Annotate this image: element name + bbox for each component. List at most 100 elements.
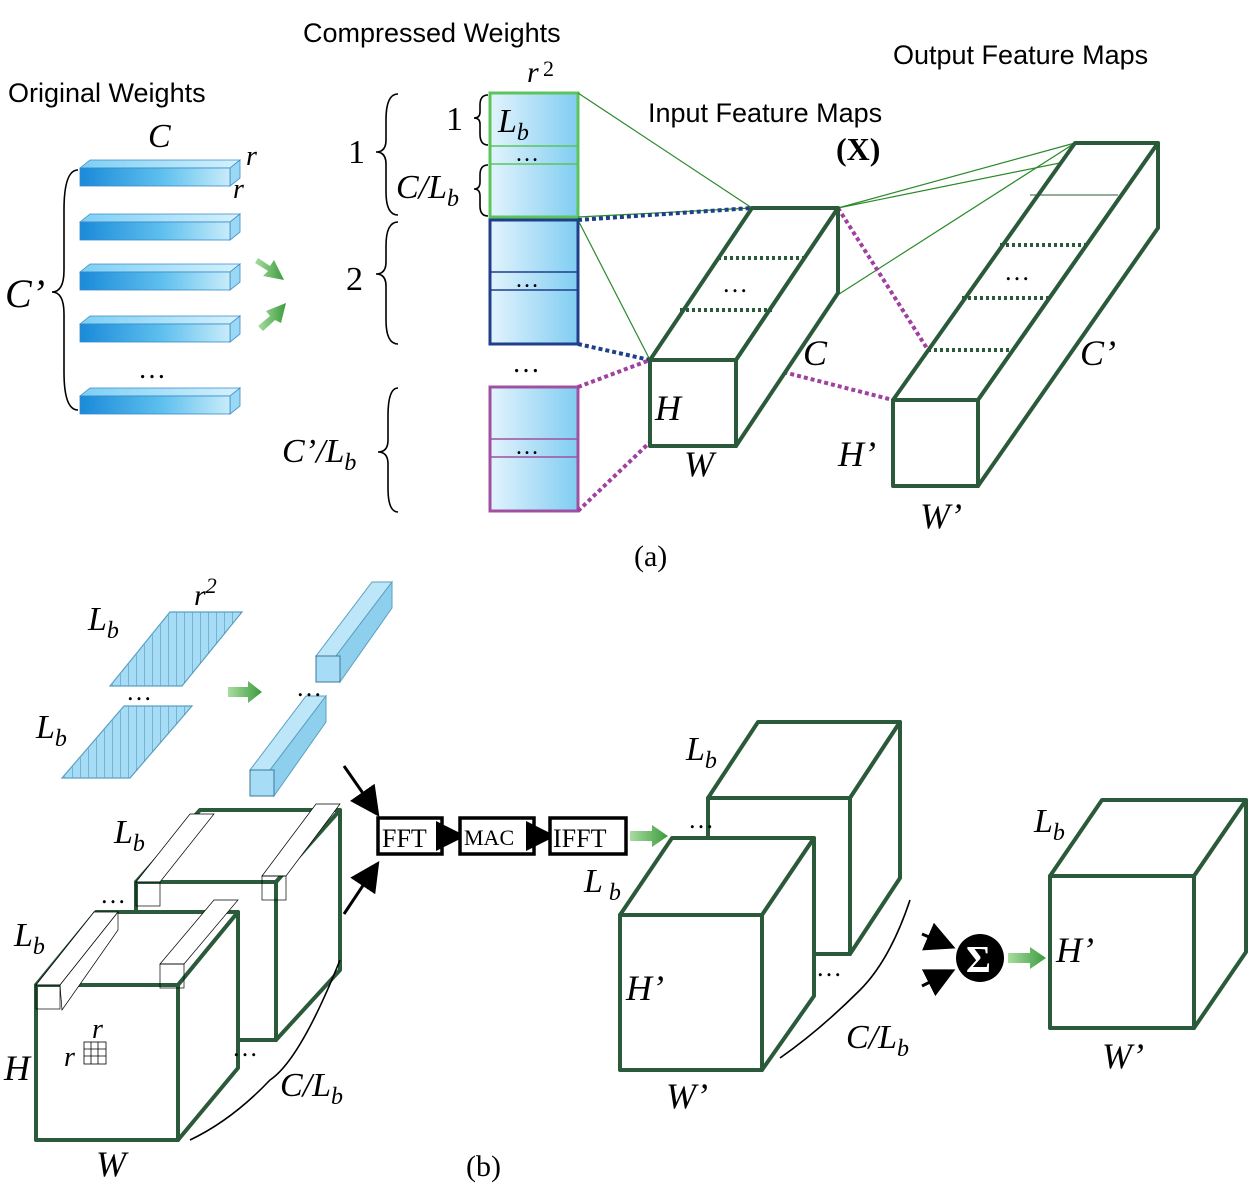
original-weights-c-label: C bbox=[148, 118, 171, 155]
svg-text:FFT: FFT bbox=[382, 824, 427, 853]
compressed-lb-label: Lb bbox=[497, 103, 529, 146]
svg-text:Σ: Σ bbox=[966, 939, 991, 981]
group-3-brace bbox=[377, 387, 399, 513]
input-stack-brace bbox=[189, 959, 341, 1141]
compressed-block-group-1: Lb … bbox=[488, 91, 580, 219]
c-prime-over-lb-label: C’/Lb bbox=[282, 433, 356, 476]
sigma-sum-icon: Σ bbox=[956, 934, 1004, 982]
svg-text:…: … bbox=[515, 434, 539, 460]
compressed-block-group-last: … bbox=[488, 385, 580, 513]
reshaped-weight-prisms: … bbox=[248, 580, 394, 798]
svg-text:Lb: Lb bbox=[1033, 803, 1065, 846]
partial-output-cube-front: H’ W’ bbox=[618, 836, 816, 1116]
weight-bar bbox=[79, 395, 231, 415]
black-arrow-icon bbox=[921, 922, 956, 997]
caption-a: (a) bbox=[634, 540, 667, 573]
output-h-label: H’ bbox=[837, 434, 876, 474]
fft-block: FFT bbox=[376, 816, 444, 856]
final-w: W’ bbox=[1102, 1036, 1144, 1076]
group-2-label: 2 bbox=[346, 261, 363, 298]
group-1-label: 1 bbox=[348, 134, 365, 171]
input-w: W bbox=[96, 1144, 129, 1184]
input-w-label: W bbox=[684, 444, 717, 484]
svg-text:…: … bbox=[722, 269, 748, 298]
compressed-r-exp: 2 bbox=[543, 56, 554, 81]
output-w-label: W’ bbox=[920, 496, 962, 536]
input-r-top: r bbox=[92, 1014, 103, 1045]
weight-bar-top bbox=[78, 263, 242, 273]
original-weights-dots: … bbox=[138, 354, 166, 385]
input-maps-title: Input Feature Maps bbox=[648, 98, 882, 128]
original-weights-r-top: r bbox=[246, 141, 257, 172]
compressed-r-label: r bbox=[527, 56, 539, 89]
partial-h: H’ bbox=[625, 968, 664, 1008]
c-prime-brace bbox=[51, 169, 79, 411]
ifft-block: IFFT bbox=[548, 816, 628, 856]
svg-text:Lb: Lb bbox=[685, 731, 717, 774]
group-1-brace bbox=[375, 93, 399, 216]
svg-text:…: … bbox=[1004, 257, 1030, 286]
input-h-label: H bbox=[654, 388, 683, 428]
output-maps-title: Output Feature Maps bbox=[893, 40, 1148, 70]
black-arrow-icon bbox=[342, 765, 380, 915]
original-weight-bars bbox=[78, 159, 242, 415]
svg-text:Lb: Lb bbox=[13, 917, 45, 960]
weight-bar-top bbox=[78, 315, 242, 325]
green-arrow-icon bbox=[1008, 947, 1046, 969]
original-weights-r-bottom: r bbox=[233, 174, 244, 205]
weight-sheets: Lb r2 … Lb bbox=[35, 573, 244, 779]
original-weights-title: Original Weights bbox=[8, 78, 206, 108]
green-arrow-icon bbox=[228, 681, 262, 703]
input-feature-cube: … H W C bbox=[648, 206, 840, 484]
input-r-left: r bbox=[64, 1042, 75, 1073]
lb-brace bbox=[473, 94, 489, 146]
input-c-label: C bbox=[803, 333, 828, 373]
final-output-cube: Lb H’ W’ bbox=[1033, 798, 1248, 1076]
input-c-over-lb: C/Lb bbox=[280, 1067, 343, 1110]
partial-right-dots: … bbox=[816, 953, 842, 982]
weight-bar bbox=[79, 323, 231, 343]
green-arrow-icon bbox=[255, 258, 286, 331]
sheet-r2: r2 bbox=[194, 573, 217, 612]
input-right-dots: … bbox=[232, 1033, 258, 1062]
sheet-lb-bottom: Lb bbox=[35, 709, 67, 752]
svg-text:Lb: Lb bbox=[113, 814, 145, 857]
svg-text:IFFT: IFFT bbox=[553, 824, 607, 853]
sheet-lb-top: Lb bbox=[87, 601, 119, 644]
svg-text:…: … bbox=[126, 677, 152, 706]
input-h: H bbox=[3, 1048, 32, 1088]
caption-b: (b) bbox=[466, 1150, 501, 1183]
c-over-lb-label: C/Lb bbox=[396, 169, 459, 212]
partial-w: W’ bbox=[666, 1076, 708, 1116]
svg-text:…: … bbox=[515, 267, 539, 293]
mac-block: MAC bbox=[458, 816, 536, 856]
c-over-lb-brace bbox=[473, 164, 489, 217]
final-h: H’ bbox=[1055, 930, 1094, 970]
input-maps-symbol: (X) bbox=[836, 131, 880, 167]
partial-stack-brace bbox=[779, 899, 911, 1059]
weight-bar bbox=[79, 271, 231, 291]
weight-bar-top bbox=[78, 387, 242, 397]
weight-bar-top bbox=[78, 213, 242, 223]
weight-bar-top bbox=[78, 159, 242, 169]
output-c-label: C’ bbox=[1080, 333, 1116, 373]
compressed-dots: … bbox=[512, 348, 540, 379]
group-2-brace bbox=[375, 221, 399, 345]
svg-text:…: … bbox=[515, 141, 539, 167]
original-weights-c-prime: C’ bbox=[5, 271, 45, 316]
weight-bar bbox=[79, 221, 231, 241]
green-arrow-icon bbox=[630, 825, 668, 847]
compressed-weights-title: Compressed Weights bbox=[303, 18, 561, 48]
svg-text:…: … bbox=[296, 673, 322, 702]
weight-bar bbox=[79, 167, 231, 187]
partial-c-over-lb: C/Lb bbox=[846, 1019, 909, 1062]
compressed-block-group-2: … bbox=[488, 218, 580, 346]
svg-text:MAC: MAC bbox=[464, 825, 514, 850]
sub-1-label: 1 bbox=[446, 101, 463, 138]
partial-stack-dots: … bbox=[688, 805, 714, 834]
input-stack-dots: … bbox=[100, 880, 126, 909]
input-patch-columns bbox=[35, 803, 341, 1011]
input-cube-front: Lb r r H W bbox=[3, 910, 240, 1184]
